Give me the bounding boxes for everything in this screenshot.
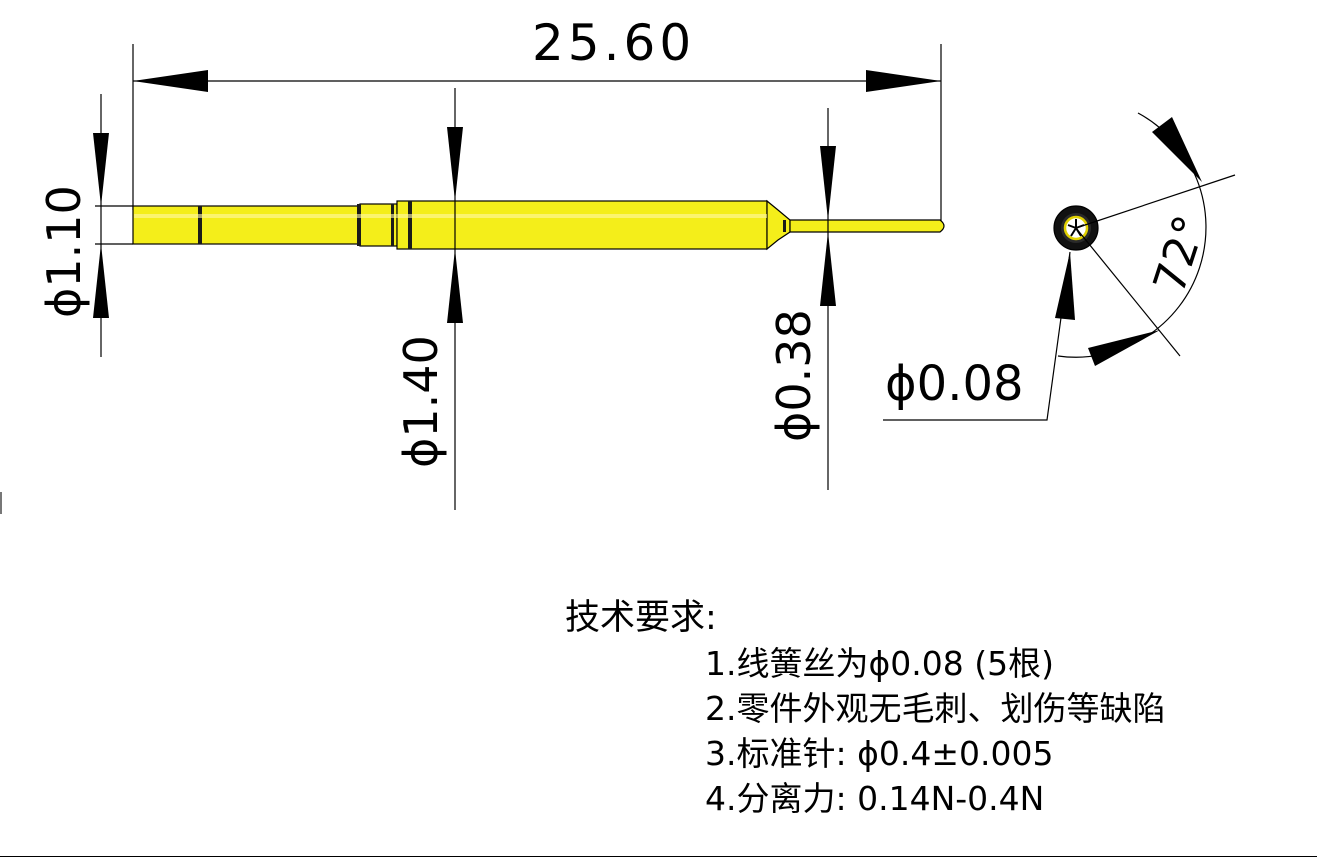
- length-dimension-label: 25.60: [532, 14, 695, 72]
- note-item: 4.分离力: 0.14N-0.4N: [705, 779, 1045, 818]
- note-item: 2.零件外观无毛刺、划伤等缺陷: [705, 689, 1166, 728]
- frame-edge-mark: [0, 492, 2, 514]
- bottom-border-line: [0, 856, 1317, 857]
- notes-title: 技术要求:: [565, 598, 717, 638]
- end-view: 72° ϕ0.08: [883, 112, 1236, 421]
- dia-body-label: ϕ1.40: [394, 335, 448, 468]
- dia-tip-dimension: ϕ0.38: [767, 108, 836, 490]
- dia-body-dimension: ϕ1.40: [394, 88, 463, 510]
- pin-left-shank: [132, 205, 361, 245]
- angle-label: 72°: [1144, 209, 1217, 299]
- pin-part: [132, 199, 945, 251]
- length-dimension: 25.60: [132, 14, 942, 222]
- technical-notes: 技术要求: 1.线簧丝为ϕ0.08 (5根) 2.零件外观无毛刺、划伤等缺陷 3…: [565, 596, 1265, 821]
- wire-dia-label: ϕ0.08: [885, 356, 1024, 412]
- dia-left-dimension: ϕ1.10: [37, 94, 133, 357]
- pin-main-body: [396, 200, 768, 250]
- dia-left-label: ϕ1.10: [37, 185, 91, 318]
- pin-tip: [789, 219, 945, 233]
- pin-taper: [766, 199, 791, 251]
- dia-tip-label: ϕ0.38: [767, 309, 821, 442]
- note-item: 1.线簧丝为ϕ0.08 (5根): [705, 644, 1054, 683]
- note-item: 3.标准针: ϕ0.4±0.005: [705, 734, 1054, 773]
- pin-collar: [359, 203, 398, 247]
